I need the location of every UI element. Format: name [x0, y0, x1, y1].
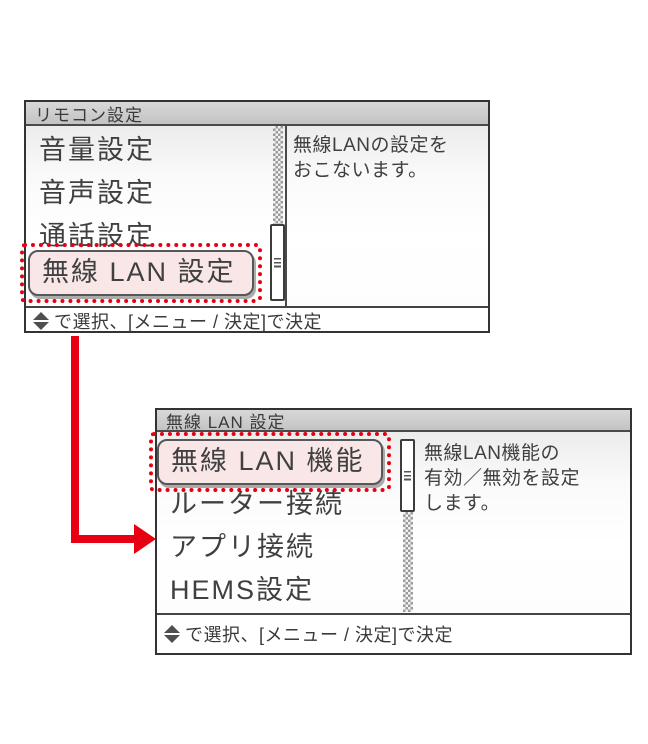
flow-arrow-horizontal — [71, 535, 135, 543]
menu-item-wireless-lan-function[interactable]: 無線 LAN 機能 — [157, 439, 383, 485]
menu-item-wireless-lan-settings[interactable]: 無線 LAN 設定 — [28, 250, 254, 296]
description-line: 無線LAN機能の — [424, 443, 560, 464]
screen1-title: リモコン設定 — [35, 105, 143, 125]
remote-settings-screen: リモコン設定 音量設定 音声設定 通話設定 無線 LAN 設定 無線LANの設定… — [20, 100, 490, 333]
screen1-body: 音量設定 音声設定 通話設定 無線 LAN 設定 無線LANの設定を おこないま… — [20, 126, 488, 306]
screen2-body: 無線 LAN 機能 ルーター接続 アプリ接続 HEMS設定 無線LAN機能の 有… — [149, 432, 630, 613]
up-triangle-icon — [164, 625, 180, 633]
scrollbar-thumb[interactable] — [400, 439, 415, 512]
screen2-description: 無線LAN機能の 有効／無効を設定 します。 — [424, 441, 580, 516]
flow-arrow-vertical — [71, 336, 79, 543]
screen1-hint-text: で選択、[メニュー / 決定]で決定 — [54, 311, 323, 332]
screen2-title: 無線 LAN 設定 — [166, 412, 286, 432]
grip-icon — [404, 470, 411, 481]
menu-item-voice[interactable]: 音声設定 — [39, 178, 155, 208]
scrollbar-track[interactable] — [403, 512, 413, 612]
down-triangle-icon — [33, 321, 49, 330]
selected-item-callout: 無線 LAN 設定 — [20, 243, 262, 303]
scrollbar-track[interactable] — [273, 126, 283, 226]
wireless-lan-settings-screen: 無線 LAN 設定 無線 LAN 機能 ルーター接続 アプリ接続 HEMS設定 … — [149, 408, 632, 655]
up-triangle-icon — [33, 311, 49, 320]
screen2-hint-bar: で選択、[メニュー / 決定]で決定 — [157, 613, 630, 653]
up-down-selector-icon — [33, 311, 49, 330]
screen1-hint-bar: で選択、[メニュー / 決定]で決定 — [26, 306, 488, 333]
menu-item-volume[interactable]: 音量設定 — [39, 135, 155, 165]
up-down-selector-icon — [164, 625, 180, 643]
screen2-hint-text: で選択、[メニュー / 決定]で決定 — [185, 625, 454, 645]
scrollbar-thumb[interactable] — [270, 224, 285, 301]
selected-item-callout: 無線 LAN 機能 — [149, 432, 391, 492]
menu-item-app-connect[interactable]: アプリ接続 — [170, 532, 315, 562]
menu-item-hems-settings[interactable]: HEMS設定 — [170, 575, 315, 605]
panel-divider — [285, 126, 287, 306]
description-line: します。 — [424, 493, 501, 514]
description-line: 無線LANの設定を — [293, 135, 449, 156]
menu-item-router-connect[interactable]: ルーター接続 — [170, 489, 344, 519]
grip-icon — [274, 257, 281, 268]
screen1-titlebar: リモコン設定 — [26, 102, 488, 126]
down-triangle-icon — [164, 635, 180, 643]
description-line: おこないます。 — [293, 160, 428, 181]
description-line: 有効／無効を設定 — [424, 468, 581, 489]
screen1-description: 無線LANの設定を おこないます。 — [293, 133, 448, 183]
flow-arrow-head-icon — [134, 524, 156, 554]
screen2-titlebar: 無線 LAN 設定 — [157, 410, 630, 432]
